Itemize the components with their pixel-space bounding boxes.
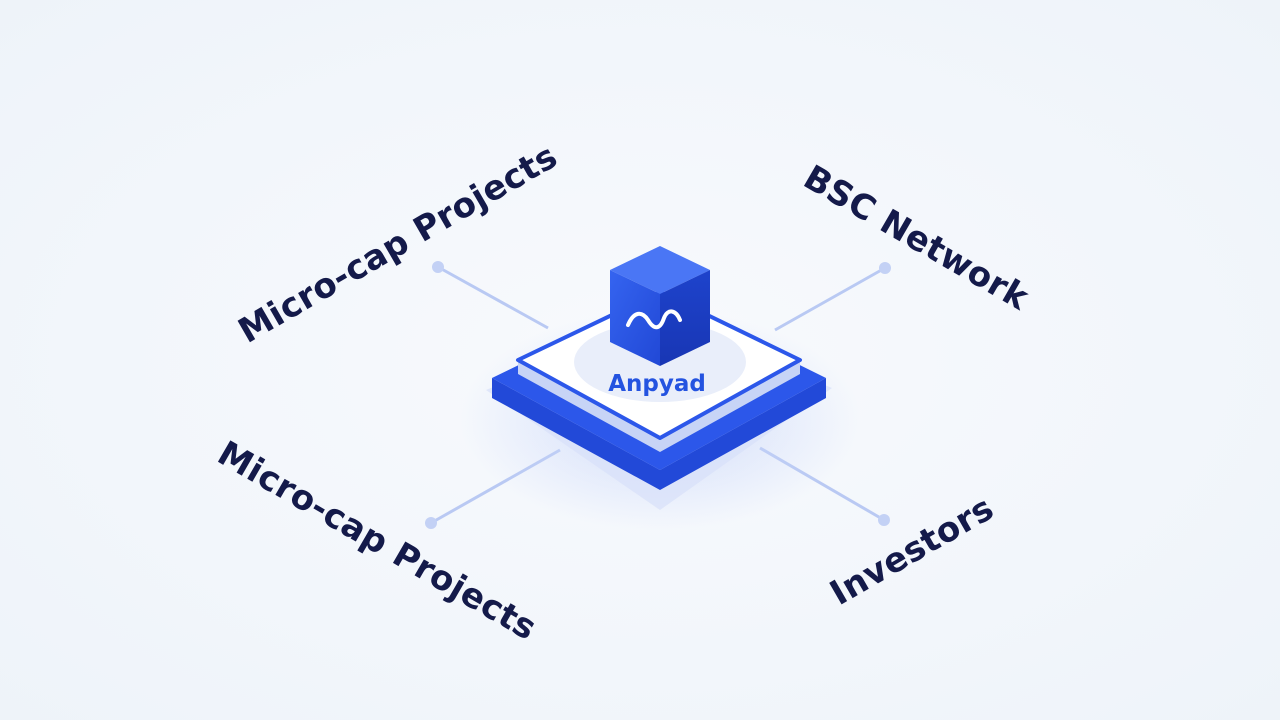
cube-logo-icon <box>610 246 710 366</box>
connector-top-right <box>774 262 891 332</box>
connector-dot-top-right <box>879 262 891 274</box>
connector-top-left <box>432 261 549 330</box>
hub-label: Anpyad <box>608 371 706 397</box>
connector-dot-bottom-right <box>878 514 890 526</box>
connector-dot-bottom-left <box>425 517 437 529</box>
connector-dot-top-left <box>432 261 444 273</box>
